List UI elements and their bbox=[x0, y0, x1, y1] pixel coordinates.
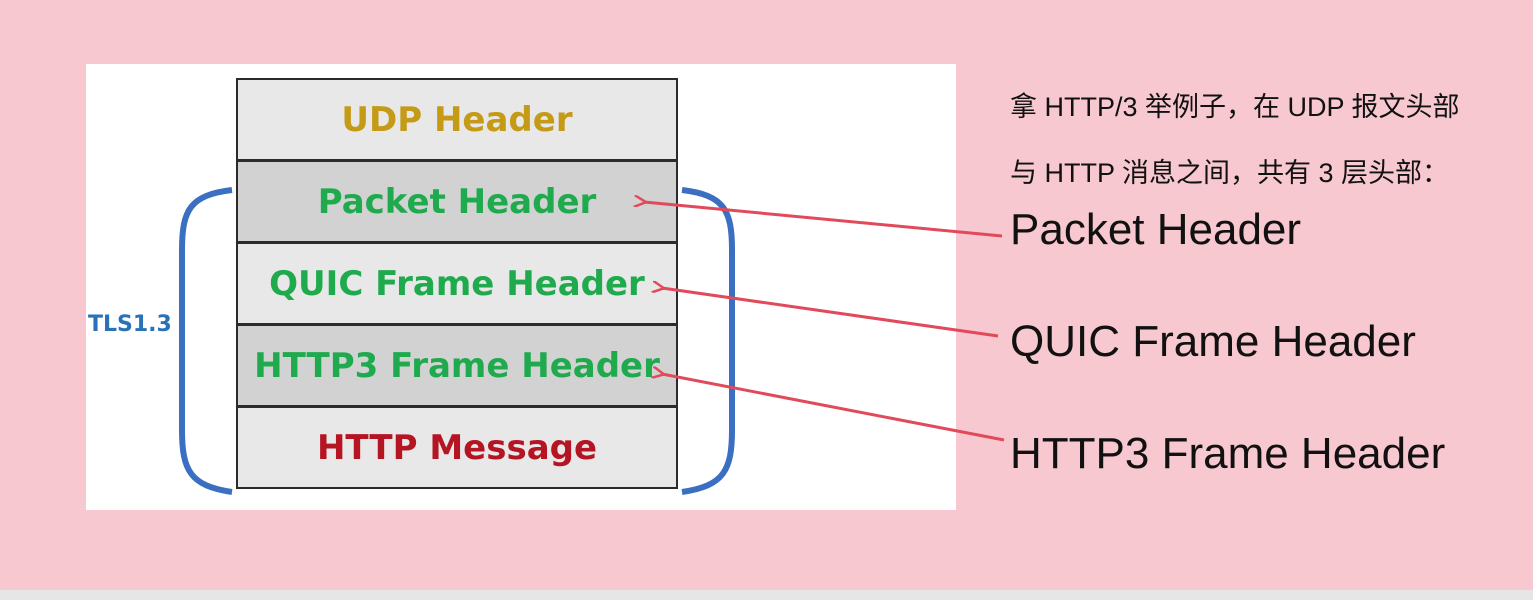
note-line-2: 与 HTTP 消息之间，共有 3 层头部： bbox=[1010, 158, 1450, 188]
layer-udp-header: UDP Header bbox=[236, 78, 678, 161]
callout-packet-header: Packet Header bbox=[1010, 205, 1302, 254]
bottom-bar bbox=[0, 590, 1533, 600]
callout-http3-frame-header: HTTP3 Frame Header bbox=[1010, 429, 1446, 478]
tls-bracket-label: TLS1.3 bbox=[88, 312, 172, 337]
protocol-stack: UDP Header Packet Header QUIC Frame Head… bbox=[236, 78, 678, 489]
layer-http3-frame-header: HTTP3 Frame Header bbox=[236, 324, 678, 407]
layer-http-message: HTTP Message bbox=[236, 406, 678, 489]
callout-quic-frame-header: QUIC Frame Header bbox=[1010, 317, 1416, 366]
note-line-1: 拿 HTTP/3 举例子，在 UDP 报文头部 bbox=[1010, 92, 1460, 122]
layer-packet-header: Packet Header bbox=[236, 160, 678, 243]
layer-quic-frame-header: QUIC Frame Header bbox=[236, 242, 678, 325]
explanation-note: 拿 HTTP/3 举例子，在 UDP 报文头部 与 HTTP 消息之间，共有 3… bbox=[1010, 58, 1530, 223]
